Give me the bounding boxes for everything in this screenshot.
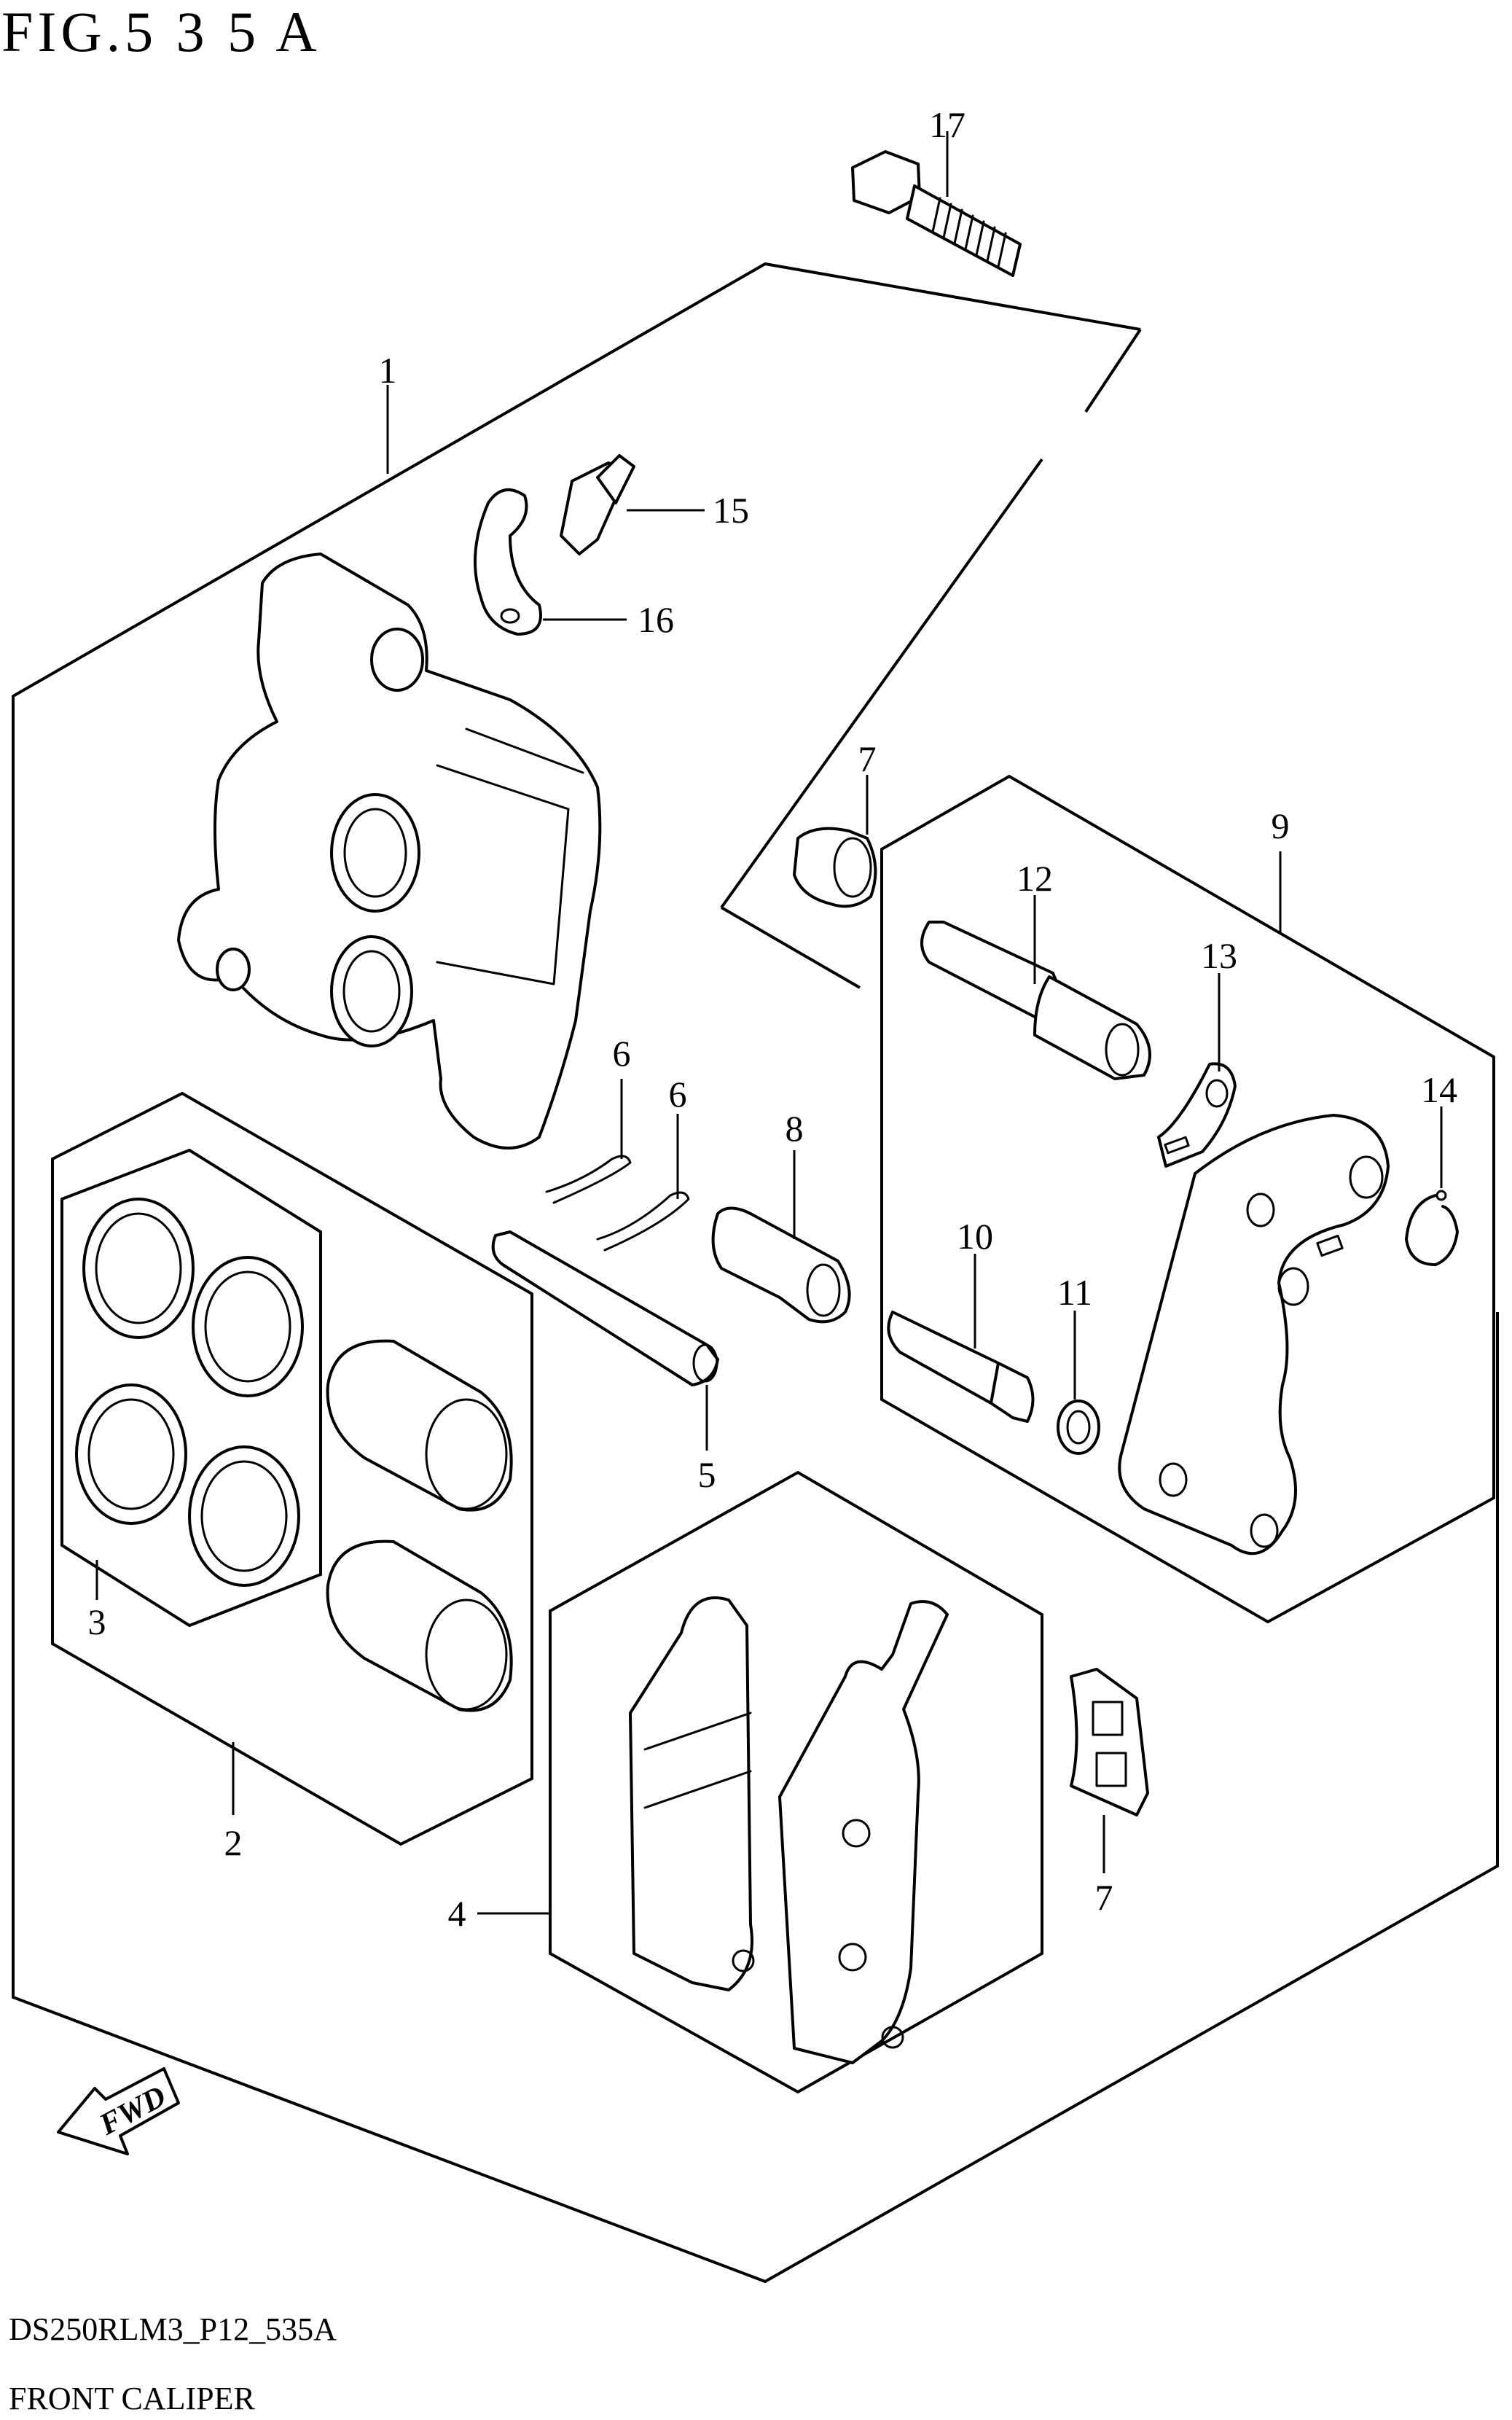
callout-4: 4 — [448, 1893, 466, 1934]
fwd-arrow-icon: FWD — [57, 2067, 180, 2155]
bolt-18 — [851, 150, 1022, 277]
callout-5: 5 — [698, 1454, 716, 1495]
clip-14 — [1157, 1062, 1237, 1168]
cotter-pin-6a — [545, 1155, 632, 1204]
callout-10: 9 — [1272, 805, 1290, 846]
callout-3: 3 — [88, 1601, 106, 1642]
seal-box-2 — [51, 1091, 533, 1846]
cap-17 — [474, 488, 542, 636]
callout-18: 17 — [929, 104, 965, 145]
callout-13: 12 — [1017, 858, 1053, 899]
bracket-10 — [1118, 1114, 1390, 1556]
pin-13 — [920, 921, 1151, 1080]
callout-2: 2 — [224, 1822, 243, 1863]
callout-8: 7 — [858, 738, 877, 779]
callouts: 17 1 15 16 7 9 12 13 14 6 6 8 10 11 5 3 … — [88, 104, 1458, 1934]
figure-caption: FRONT CALIPER — [9, 2381, 255, 2416]
pin-11 — [887, 1311, 1035, 1423]
bleeder-valve-16 — [560, 454, 635, 555]
brake-pads-4 — [629, 1596, 949, 2064]
callout-6b: 6 — [669, 1074, 687, 1115]
callout-17: 16 — [638, 599, 674, 640]
pistons-2 — [326, 1339, 513, 1712]
figure-title: FIG.5 3 5 A — [1, 0, 321, 63]
leader-lines — [95, 131, 1443, 1915]
callout-1: 1 — [379, 350, 397, 391]
callout-11: 10 — [957, 1216, 993, 1257]
shim-7 — [1070, 1668, 1149, 1816]
callout-7: 7 — [1095, 1877, 1113, 1918]
figure-code: DS250RLM3_P12_535A — [9, 2311, 337, 2347]
assembly-outline-1 — [12, 262, 1499, 2284]
piston-seals-3 — [75, 1198, 304, 1587]
bracket-box-10 — [880, 774, 1495, 1624]
boot-8 — [793, 827, 877, 908]
pad-box-4 — [549, 1470, 1043, 2094]
callout-12: 11 — [1057, 1272, 1092, 1313]
callout-6a: 6 — [613, 1033, 631, 1074]
callout-9: 8 — [786, 1108, 804, 1149]
pad-pin-5 — [491, 1230, 719, 1386]
callout-14: 13 — [1201, 935, 1237, 976]
sleeve-9 — [711, 1206, 851, 1324]
cotter-pin-6b — [596, 1191, 690, 1252]
washer-12 — [1057, 1400, 1100, 1455]
caliper-body-1 — [177, 553, 602, 1150]
circlip-15 — [1405, 1190, 1459, 1266]
callout-16: 15 — [713, 490, 749, 531]
callout-15: 14 — [1421, 1069, 1457, 1110]
